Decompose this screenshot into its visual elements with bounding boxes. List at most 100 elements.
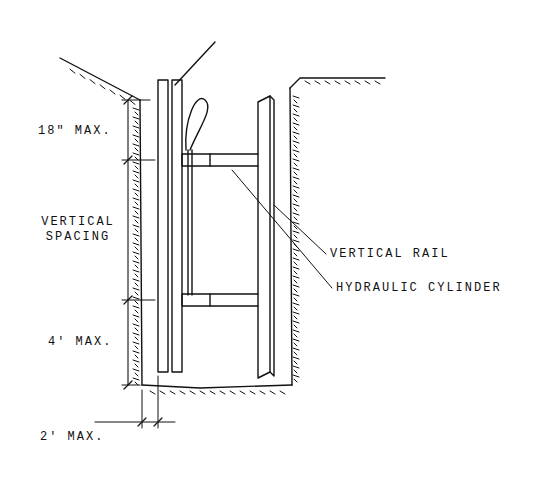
soil-texture <box>160 391 165 394</box>
soil-texture <box>293 231 299 233</box>
soil-texture <box>135 130 138 133</box>
soil-texture <box>305 81 310 84</box>
soil-texture <box>135 256 138 259</box>
soil-texture <box>293 267 299 269</box>
soil-texture <box>293 150 299 152</box>
soil-texture <box>294 145 297 148</box>
soil-texture <box>200 391 205 394</box>
soil-texture <box>293 195 299 197</box>
extension-lines <box>122 100 155 385</box>
soil-texture <box>250 391 255 394</box>
soil-texture <box>133 171 139 173</box>
soil-texture <box>133 333 139 335</box>
soil-texture <box>260 391 265 394</box>
ground-right <box>290 78 385 88</box>
soil-texture <box>135 220 138 223</box>
dimension-label: 2' MAX. <box>40 430 104 445</box>
soil-texture <box>345 81 350 84</box>
soil-texture <box>70 69 75 73</box>
soil-texture <box>294 271 297 274</box>
soil-texture <box>135 283 138 286</box>
soil-texture <box>335 81 340 84</box>
soil-texture <box>133 279 139 281</box>
soil-texture <box>294 316 297 319</box>
vertical-rail-channel <box>172 80 182 372</box>
soil-texture <box>294 361 297 364</box>
soil-texture <box>120 95 125 99</box>
soil-texture <box>133 306 139 308</box>
ground-back <box>175 42 215 85</box>
soil-texture <box>293 330 299 332</box>
soil-texture <box>135 310 138 313</box>
soil-texture <box>110 90 115 94</box>
soil-texture <box>294 262 297 265</box>
ground-left <box>60 58 140 100</box>
soil-texture <box>210 391 215 394</box>
soil-texture <box>133 135 139 137</box>
soil-texture <box>293 132 299 134</box>
soil-texture <box>294 253 297 256</box>
soil-texture <box>133 198 139 200</box>
soil-texture <box>293 177 299 179</box>
soil-texture <box>133 153 139 155</box>
hydraulic-hose <box>188 150 192 295</box>
soil-texture <box>135 319 138 322</box>
soil-texture <box>80 74 85 78</box>
soil-texture <box>135 139 138 142</box>
soil-texture <box>355 81 360 84</box>
soil-texture <box>133 261 139 263</box>
soil-texture <box>135 292 138 295</box>
dimension-label: 4' MAX. <box>48 335 112 350</box>
soil-texture <box>294 289 297 292</box>
soil-texture <box>293 303 299 305</box>
soil-texture <box>365 81 370 84</box>
soil-texture <box>135 166 138 169</box>
rail-edge <box>270 96 274 376</box>
soil-texture <box>135 274 138 277</box>
soil-texture <box>133 189 139 191</box>
left-wall <box>140 100 142 385</box>
soil-texture <box>135 193 138 196</box>
soil-texture <box>240 391 245 394</box>
soil-texture <box>270 391 275 394</box>
vertical-rail-right <box>258 96 270 378</box>
soil-texture <box>293 258 299 260</box>
soil-texture <box>293 159 299 161</box>
soil-texture <box>133 180 139 182</box>
soil-texture <box>133 378 139 380</box>
soil-texture <box>133 162 139 164</box>
soil-texture <box>133 126 139 128</box>
dimension-2ft <box>95 376 175 428</box>
soil-texture <box>293 339 299 341</box>
soil-texture <box>294 343 297 346</box>
leader-cylinder <box>232 170 332 288</box>
soil-texture <box>294 181 297 184</box>
soil-texture <box>135 175 138 178</box>
soil-texture <box>294 235 297 238</box>
soil-texture <box>294 334 297 337</box>
soil-texture <box>130 100 135 104</box>
vertical-rail-left <box>158 80 168 372</box>
soil-texture <box>135 202 138 205</box>
soil-texture <box>294 199 297 202</box>
soil-texture <box>293 312 299 314</box>
soil-texture <box>293 105 299 107</box>
soil-texture <box>150 391 155 394</box>
soil-texture <box>135 373 138 376</box>
soil-texture <box>294 136 297 139</box>
dimension-label: 18" MAX. <box>38 124 112 139</box>
soil-texture <box>294 217 297 220</box>
soil-texture <box>133 207 139 209</box>
soil-texture <box>135 121 138 124</box>
soil-texture <box>294 325 297 328</box>
soil-texture <box>293 276 299 278</box>
soil-texture <box>133 369 139 371</box>
soil-texture <box>293 213 299 215</box>
soil-texture <box>135 238 138 241</box>
soil-texture <box>293 285 299 287</box>
soil-texture <box>133 144 139 146</box>
soil-texture <box>294 352 297 355</box>
soil-texture <box>133 234 139 236</box>
dimension-label: VERTICAL SPACING <box>36 215 120 245</box>
